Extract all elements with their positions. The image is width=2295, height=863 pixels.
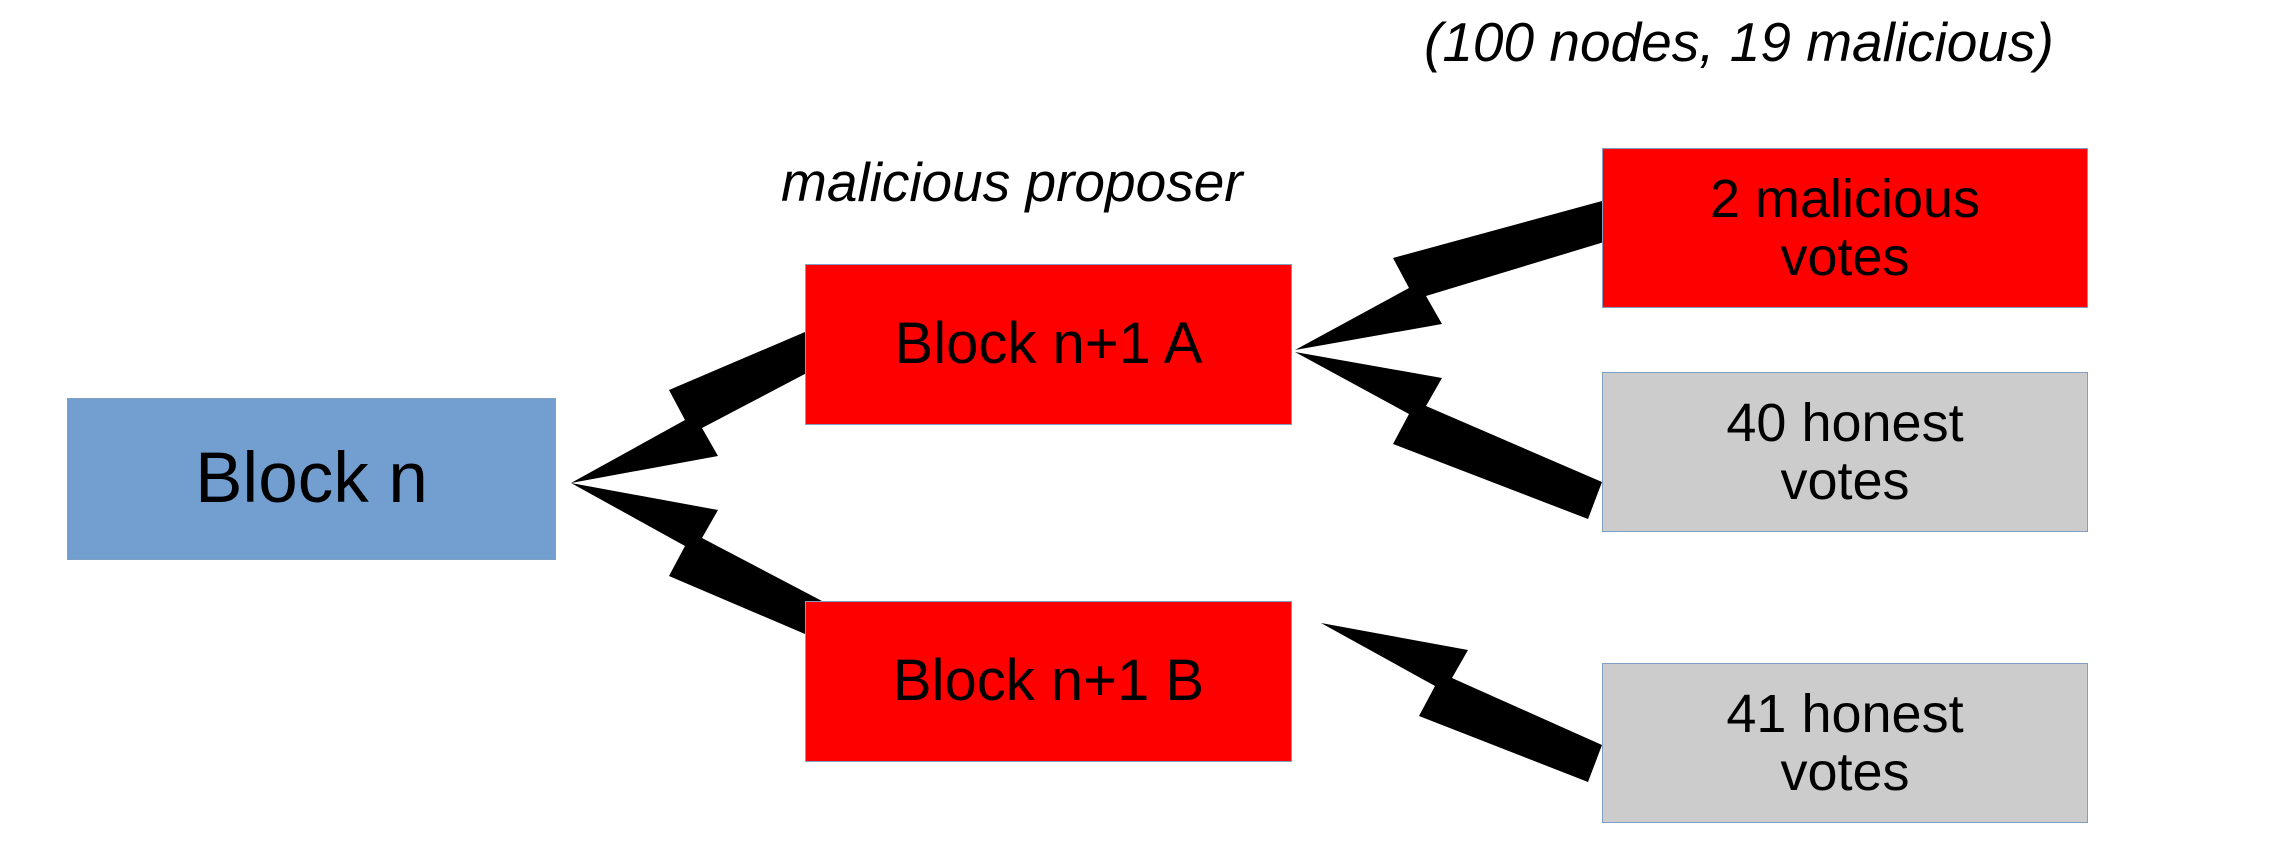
node-honest-votes-a-label: 40 honest votes [1726,392,1964,511]
edge-block-b-to-block-n [571,483,822,634]
edge-honest-votes-to-block-a [1295,352,1602,519]
node-block-n-plus-1-b[interactable]: Block n+1 B [805,601,1292,762]
node-malicious-votes[interactable]: 2 malicious votes [1602,148,2088,308]
edge-block-a-to-block-n [571,332,822,483]
malicious-proposer-label: malicious proposer [781,151,1243,213]
node-block-n-label: Block n [195,438,428,518]
node-malicious-votes-label: 2 malicious votes [1709,168,1981,287]
node-block-n-plus-1-a[interactable]: Block n+1 A [805,264,1292,425]
edge-honest-votes-to-block-b [1321,623,1602,782]
edge-malicious-votes-to-block-a [1295,201,1614,350]
network-composition-note: (100 nodes, 19 malicious) [1424,11,2054,73]
node-block-n-plus-1-b-label: Block n+1 B [892,648,1205,714]
node-block-n[interactable]: Block n [67,398,556,560]
node-honest-votes-b[interactable]: 41 honest votes [1602,663,2088,823]
node-honest-votes-b-label: 41 honest votes [1726,683,1964,802]
node-block-n-plus-1-a-label: Block n+1 A [894,311,1203,377]
node-honest-votes-a[interactable]: 40 honest votes [1602,372,2088,532]
